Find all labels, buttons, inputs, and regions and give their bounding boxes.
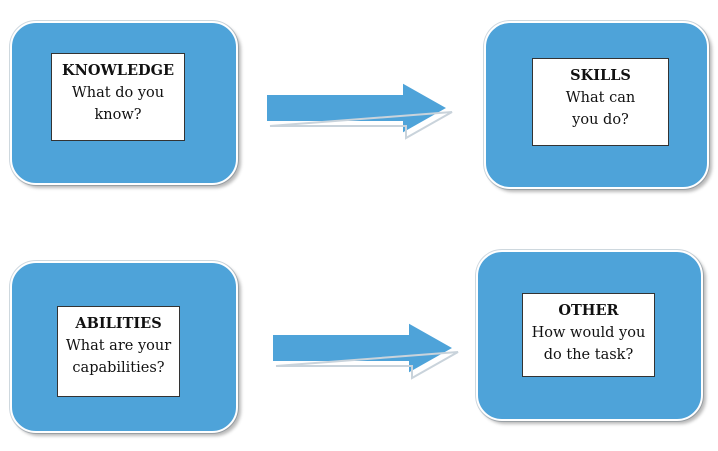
abilities-title: ABILITIES — [75, 315, 162, 332]
other-title: OTHER — [558, 302, 619, 319]
abilities-question: What are your capabilities? — [65, 338, 172, 376]
abilities-card: ABILITIES What are your capabilities? — [57, 306, 180, 397]
skills-question: What can you do? — [565, 90, 636, 128]
arrow-abilities-to-other — [271, 320, 459, 380]
knowledge-title: KNOWLEDGE — [61, 62, 175, 79]
knowledge-question: What do you know? — [71, 85, 165, 123]
other-card: OTHER How would you do the task? — [522, 293, 655, 377]
other-question: How would you do the task? — [531, 325, 646, 363]
skills-title: SKILLS — [570, 67, 631, 84]
skills-card: SKILLS What can you do? — [532, 58, 669, 146]
arrow-knowledge-to-skills — [265, 80, 453, 140]
knowledge-card: KNOWLEDGE What do you know? — [51, 53, 185, 141]
